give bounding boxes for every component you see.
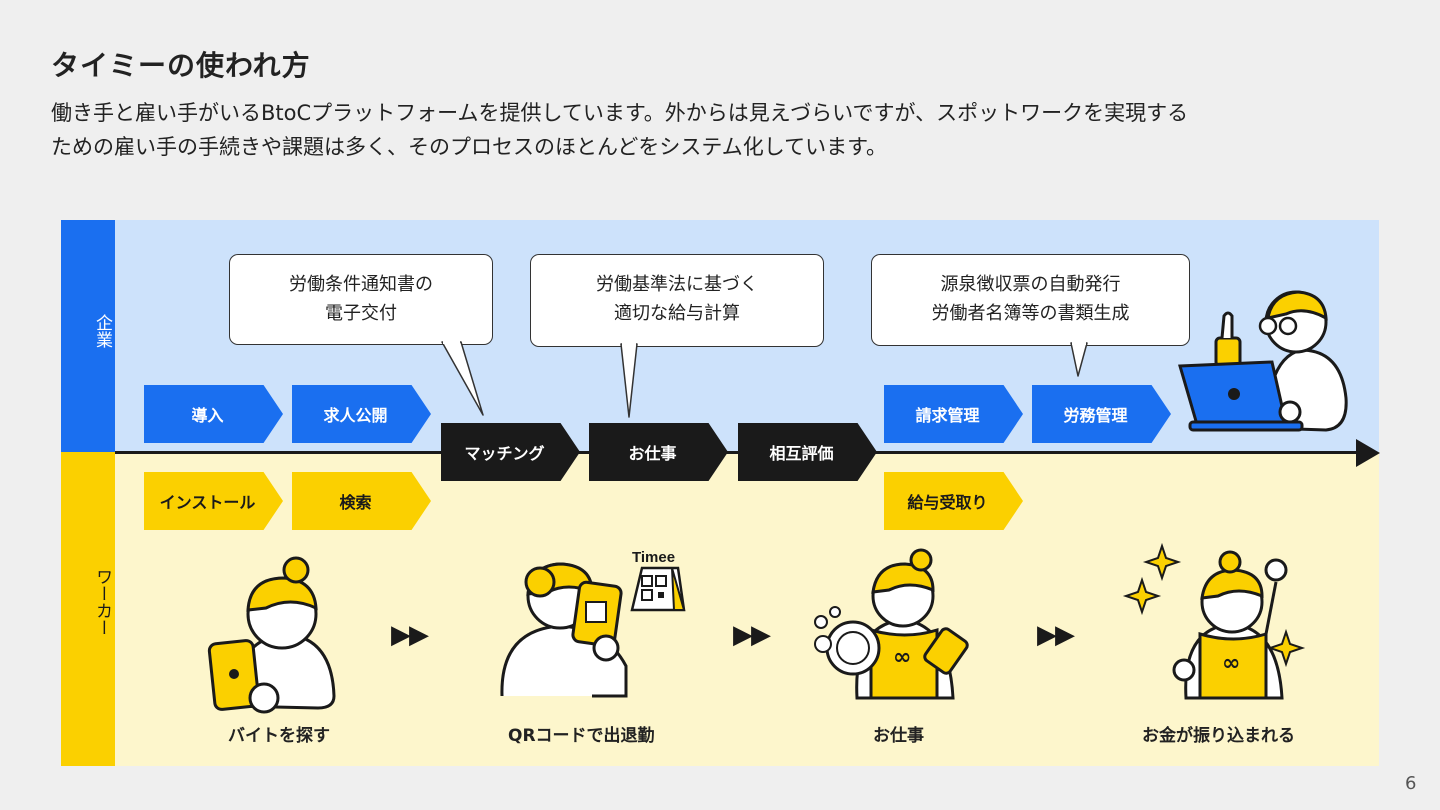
worker-phone-icon [207, 556, 336, 714]
step-onboarding: 導入 [144, 385, 283, 443]
qr-sign-label: Timee [632, 549, 675, 566]
step-billing: 請求管理 [884, 385, 1023, 443]
caption-qr-checkin: QRコードで出退勤 [508, 726, 655, 746]
callout-payroll: 労働基準法に基づく 適切な給与計算 [530, 254, 824, 347]
flow-separator: ▶▶ [733, 620, 771, 650]
step-install: インストール [144, 472, 283, 530]
callout-tail [441, 341, 484, 416]
svg-text:∞: ∞ [893, 645, 911, 670]
timeline-arrowhead [1356, 439, 1380, 467]
company-lane-header: 企業 [61, 220, 115, 452]
worker-paid-icon: ∞ [1122, 542, 1306, 700]
callout-line: 労働基準法に基づく [596, 274, 758, 295]
worker-qr-checkin-icon: Timee [500, 549, 686, 698]
step-receive-pay: 給与受取り [884, 472, 1023, 530]
process-diagram: 企業 ワーカー 導入 求人公開 請求管理 労務管理 マッチング お仕事 相互評価… [61, 220, 1380, 766]
callout-line: 電子交付 [325, 303, 397, 324]
company-lane-label: 企業 [92, 314, 112, 348]
slide-description: 働き手と雇い手がいるBtoCプラットフォームを提供しています。外からは見えづらい… [51, 96, 1381, 164]
caption-get-paid: お金が振り込まれる [1142, 726, 1295, 746]
callout-tail [1070, 342, 1088, 377]
worker-lane-label: ワーカー [92, 568, 112, 636]
step-matching: マッチング [441, 423, 580, 481]
worker-lane-header: ワーカー [61, 452, 115, 766]
callout-contract-notice: 労働条件通知書の 電子交付 [229, 254, 493, 345]
callout-documents: 源泉徴収票の自動発行 労働者名簿等の書類生成 [871, 254, 1190, 346]
svg-text:∞: ∞ [1222, 651, 1240, 676]
callout-tail [620, 343, 638, 418]
step-job-posting: 求人公開 [292, 385, 431, 443]
callout-line: 適切な給与計算 [614, 303, 740, 324]
step-labor-management: 労務管理 [1032, 385, 1171, 443]
step-mutual-review: 相互評価 [738, 423, 877, 481]
callout-line: 労働者名簿等の書類生成 [931, 303, 1130, 324]
page-number: 6 [1405, 773, 1417, 794]
step-search: 検索 [292, 472, 431, 530]
caption-find-job: バイトを探す [228, 726, 330, 746]
slide-title: タイミーの使われ方 [51, 49, 311, 82]
flow-separator: ▶▶ [1037, 620, 1075, 650]
worker-dishwashing-icon: ∞ [814, 548, 969, 700]
step-work: お仕事 [589, 423, 728, 481]
caption-work: お仕事 [873, 726, 924, 746]
flow-separator: ▶▶ [391, 620, 429, 650]
callout-line: 労働条件通知書の [289, 274, 433, 295]
company-user-laptop-icon [1178, 290, 1348, 432]
description-line-2: ための雇い手の手続きや課題は多く、そのプロセスのほとんどをシステム化しています。 [51, 135, 888, 159]
callout-line: 源泉徴収票の自動発行 [940, 274, 1121, 295]
description-line-1: 働き手と雇い手がいるBtoCプラットフォームを提供しています。外からは見えづらい… [51, 101, 1189, 125]
